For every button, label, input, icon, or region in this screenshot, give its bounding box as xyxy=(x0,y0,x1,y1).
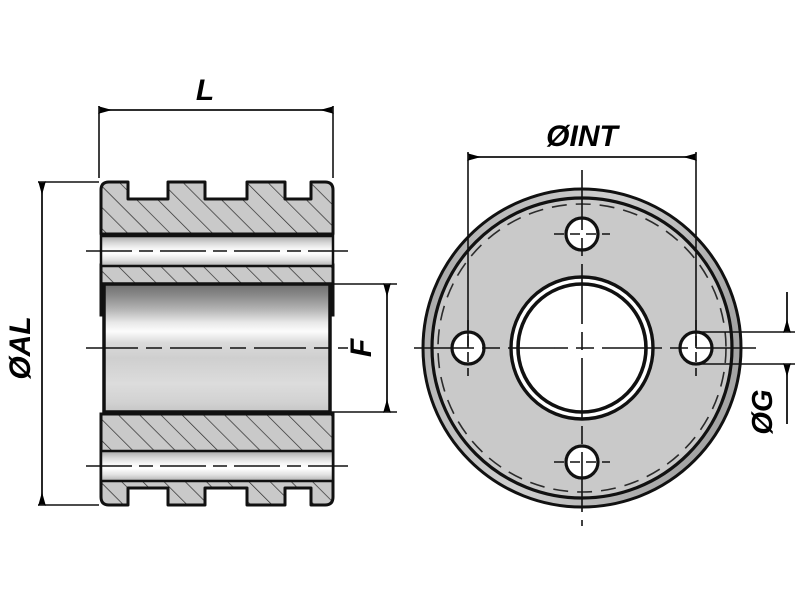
dimension-INT-label: ØINT xyxy=(546,120,620,153)
dimension-INT-label-text: INT xyxy=(570,120,621,153)
cross-section-view xyxy=(86,180,348,507)
front-view xyxy=(414,170,760,526)
dimension-G-label: ØG xyxy=(747,389,779,434)
dimension-AL-label-text: AL xyxy=(4,316,37,357)
dimension-G: ØG xyxy=(694,292,795,435)
dimension-F: F xyxy=(330,283,397,413)
upper-toothed-flange xyxy=(99,180,335,236)
dimension-AL-label: ØAL xyxy=(4,316,37,379)
dimension-L: L xyxy=(98,74,334,178)
diameter-symbol-icon: Ø xyxy=(546,120,571,153)
dimension-L-label: L xyxy=(196,74,214,107)
dimension-F-label: F xyxy=(345,338,378,357)
dimension-G-label-text: G xyxy=(747,389,779,412)
dimension-AL: ØAL xyxy=(4,181,99,506)
dimension-INT: ØINT xyxy=(467,120,697,348)
diameter-symbol-icon: Ø xyxy=(747,411,779,435)
section-centre-lines xyxy=(86,250,348,467)
diameter-symbol-icon: Ø xyxy=(4,355,37,380)
